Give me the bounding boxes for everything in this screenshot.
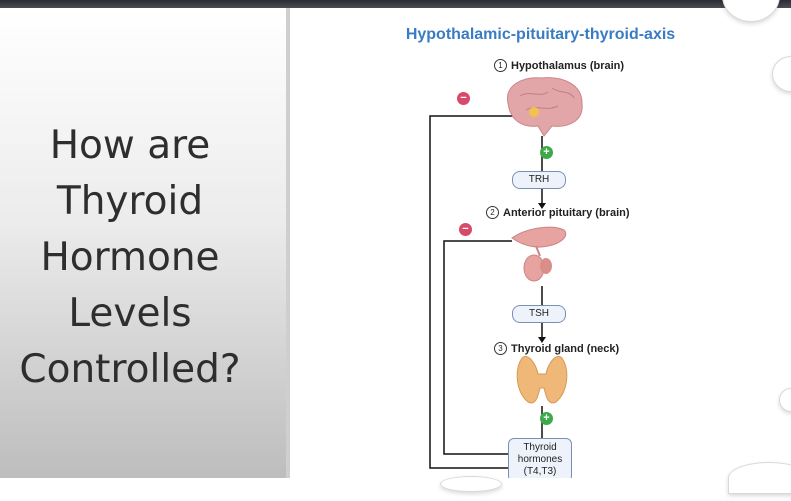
slide-title: How are Thyroid Hormone Levels Controlle… [0,118,280,398]
thyroid-hormones-label: Thyroid hormones (T4,T3) [508,438,572,482]
step-number: 2 [486,206,499,219]
title-line: Hormone [40,235,220,280]
step-hypothalamus: 1 Hypothalamus (brain) [494,59,624,72]
title-line: How are [49,123,211,168]
diagram-title: Hypothalamic-pituitary-thyroid-axis [405,26,676,43]
tsh-label: TSH [512,305,566,323]
title-line: Thyroid [56,179,204,224]
stimulation-plus-icon: + [540,412,553,425]
step-label: Anterior pituitary (brain) [503,206,630,219]
decorative-bubble [440,476,502,492]
decorative-bubble [728,462,791,494]
panel-divider [286,8,290,478]
pituitary-icon [511,226,567,282]
step-number: 3 [494,342,507,355]
thyroid-hormones-line: Thyroid [523,442,557,453]
top-bar [0,0,791,8]
thyroid-icon [516,356,568,404]
step-number: 1 [494,59,507,72]
negative-feedback-icon: − [457,92,470,105]
feedback-line-inner [443,240,542,455]
title-line: Levels [68,291,192,336]
thyroid-hormones-line: (T4,T3) [523,466,557,477]
step-label: Hypothalamus (brain) [511,59,625,72]
bottom-band [0,478,791,501]
title-line: Controlled? [19,347,241,392]
brain-icon [506,77,583,137]
step-anterior-pituitary: 2 Anterior pituitary (brain) [486,206,630,219]
step-thyroid-gland: 3 Thyroid gland (neck) [494,342,619,355]
hpt-axis-diagram: Hypothalamic-pituitary-thyroid-axis 1 Hy… [290,8,791,482]
negative-feedback-icon: − [459,223,472,236]
arrowhead [538,337,546,343]
thyroid-hormones-line: hormones [517,454,563,465]
stimulation-plus-icon: + [540,146,553,159]
trh-label: TRH [512,171,566,189]
diagram-graphics [429,77,583,469]
title-panel [0,8,286,478]
feedback-line-outer [429,115,542,469]
arrowhead [538,203,546,209]
step-label: Thyroid gland (neck) [511,342,620,355]
